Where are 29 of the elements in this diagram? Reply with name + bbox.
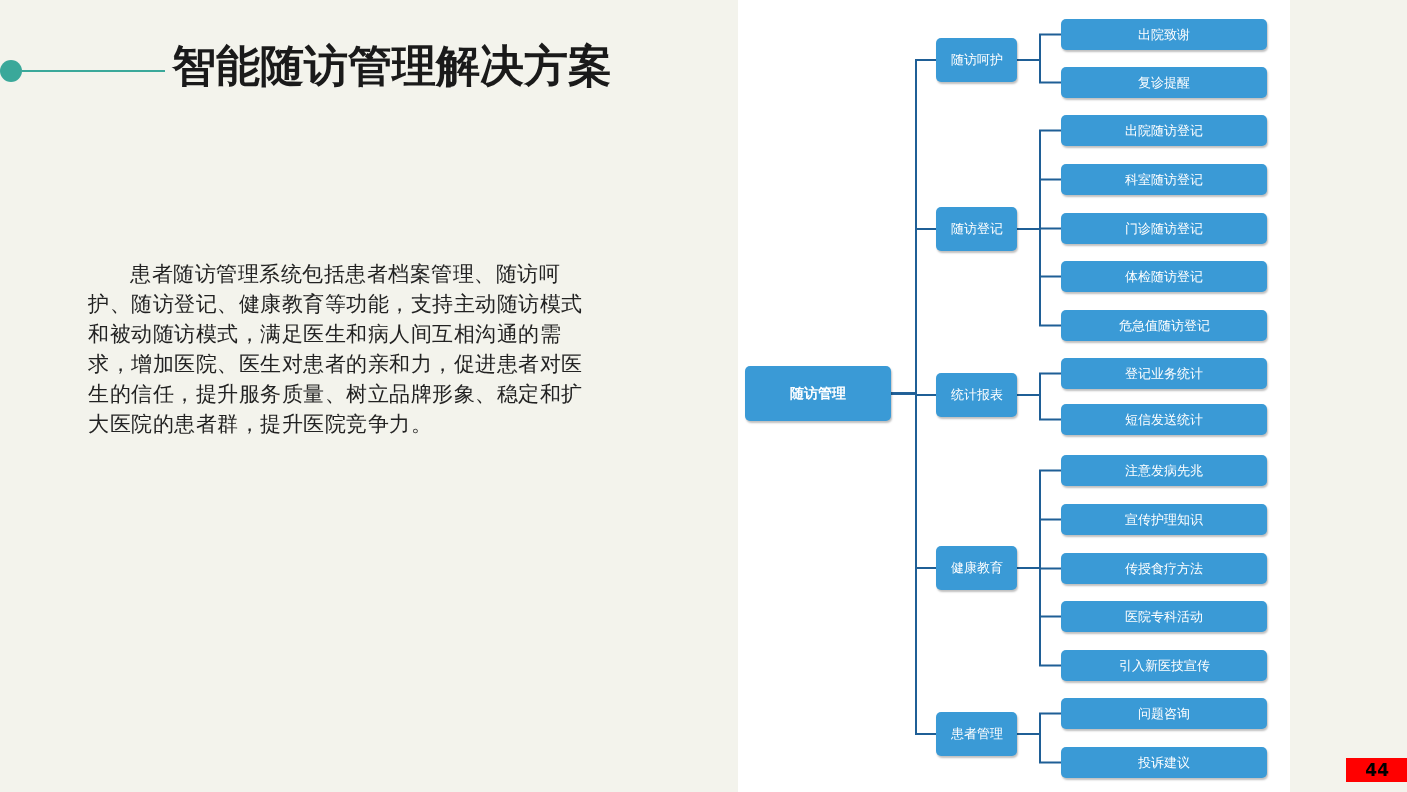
item-box: 短信发送统计 [1061,404,1267,435]
description-paragraph: 患者随访管理系统包括患者档案管理、随访呵护、随访登记、健康教育等功能，支持主动随访模式和被动随访模式，满足医生和病人间互相沟通的需求，增加医院、医生对患者的亲和力，促进患者对医生的信任，提升服务质量、树立品牌形象、稳定和扩大医院的患者群，提升医院竞争力。 [88,261,584,438]
item-box: 投诉建议 [1061,747,1267,778]
item-box: 问题咨询 [1061,698,1267,729]
item-box: 引入新医技宣传 [1061,650,1267,681]
title: 智能随访管理解决方案 [172,44,612,88]
category-box: 随访呵护 [936,38,1017,82]
item-box: 体检随访登记 [1061,261,1267,292]
item-box: 科室随访登记 [1061,164,1267,195]
item-box: 复诊提醒 [1061,67,1267,98]
category-box: 随访登记 [936,207,1017,251]
category-box: 统计报表 [936,373,1017,417]
connector-line [1016,59,1062,84]
connector-line [890,392,937,735]
item-box: 出院致谢 [1061,19,1267,50]
item-box: 宣传护理知识 [1061,504,1267,535]
connector-line [1016,567,1062,667]
item-box: 医院专科活动 [1061,601,1267,632]
item-box: 登记业务统计 [1061,358,1267,389]
connector-line [1016,733,1062,764]
item-box: 传授食疗方法 [1061,553,1267,584]
item-box: 出院随访登记 [1061,115,1267,146]
page-number: 44 [1346,758,1407,782]
item-box: 危急值随访登记 [1061,310,1267,341]
category-box: 患者管理 [936,712,1017,756]
category-box: 健康教育 [936,546,1017,590]
item-box: 门诊随访登记 [1061,213,1267,244]
item-box: 注意发病先兆 [1061,455,1267,486]
root-box: 随访管理 [745,366,891,421]
